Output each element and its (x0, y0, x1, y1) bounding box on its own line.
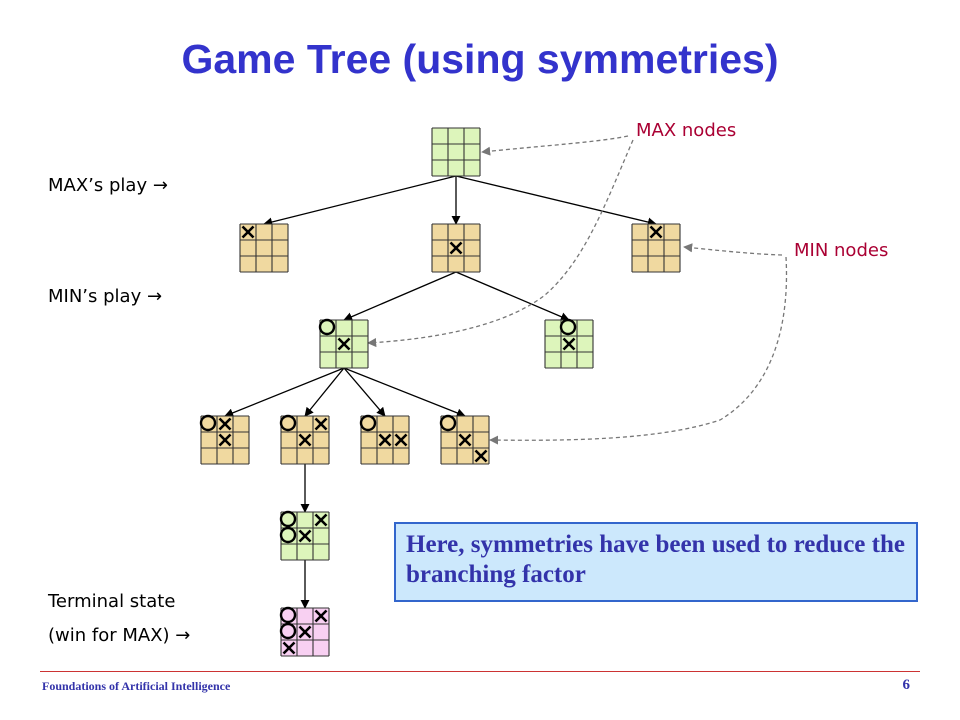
tree-edge-b1-c2 (304, 367, 345, 417)
symmetry-note: Here, symmetries have been used to reduc… (394, 522, 918, 602)
board-node-c2 (279, 414, 330, 465)
o-mark (359, 414, 377, 432)
tree-edge-b1-c3 (343, 367, 386, 417)
board-node-e1 (279, 606, 330, 657)
x-mark (314, 417, 328, 431)
max-play-label: MAX’s play → (48, 175, 168, 196)
x-mark (298, 625, 312, 639)
o-mark (279, 622, 297, 640)
x-mark (649, 225, 663, 239)
tree-edge-root-a3 (455, 175, 657, 227)
footer-divider (40, 671, 920, 672)
x-mark (298, 529, 312, 543)
o-mark (199, 414, 217, 432)
max-pointer-root (481, 135, 629, 156)
x-mark (314, 513, 328, 527)
tree-edge-a2-b2 (455, 271, 570, 321)
max-nodes-label: MAX nodes (636, 120, 737, 141)
slide-title: Game Tree (using symmetries) (181, 36, 779, 82)
min-nodes-label: MIN nodes (794, 240, 889, 261)
terminal-win-label: (win for MAX) → (48, 625, 191, 646)
board-node-root (431, 127, 481, 177)
min-play-label: MIN’s play → (48, 286, 163, 307)
x-mark (337, 337, 351, 351)
x-mark (449, 241, 463, 255)
x-mark (394, 433, 408, 447)
tree-edge-a2-b1 (343, 271, 457, 321)
board-node-a1 (239, 223, 289, 273)
o-mark (279, 414, 297, 432)
x-mark (474, 449, 488, 463)
board-node-c3 (359, 414, 410, 465)
footer-course-title: Foundations of Artificial Intelligence (42, 679, 231, 693)
board-node-a3 (631, 223, 681, 273)
o-mark (279, 526, 297, 544)
board-node-c1 (199, 414, 250, 465)
o-mark (279, 606, 297, 624)
tree-edge-b1-c4 (343, 367, 466, 418)
x-mark (298, 433, 312, 447)
terminal-state-label: Terminal state (48, 591, 176, 612)
o-mark (559, 318, 577, 336)
o-mark (318, 318, 336, 336)
x-mark (378, 433, 392, 447)
tree-edge-root-a1 (263, 175, 457, 227)
o-mark (279, 510, 297, 528)
x-mark (314, 609, 328, 623)
board-node-b2 (544, 318, 594, 369)
board-node-a2 (431, 223, 481, 273)
o-mark (439, 414, 457, 432)
x-mark (218, 433, 232, 447)
x-mark (282, 641, 296, 655)
x-mark (458, 433, 472, 447)
board-node-d1 (279, 510, 330, 561)
tree-edge-b1-c1 (224, 367, 345, 418)
board-node-c4 (439, 414, 490, 465)
x-mark (241, 225, 255, 239)
page-number: 6 (902, 677, 911, 693)
min-pointer-a3 (683, 243, 783, 256)
x-mark (562, 337, 576, 351)
x-mark (218, 417, 232, 431)
min-pointer-c4 (489, 256, 788, 445)
board-node-b1 (318, 318, 369, 369)
max-pointer-b1 (367, 139, 634, 348)
